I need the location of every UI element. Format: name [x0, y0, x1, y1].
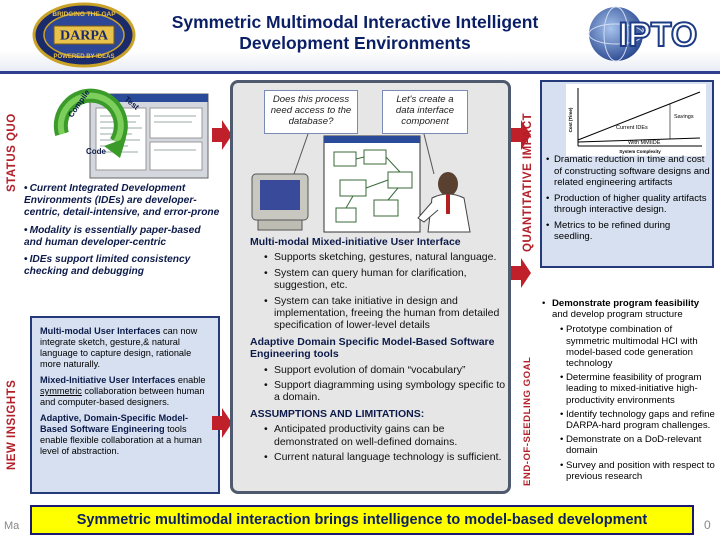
- list-item: Production of higher quality artifacts t…: [546, 193, 710, 216]
- list-item: Identify technology gaps and refine DARP…: [560, 409, 716, 431]
- status-quo-label: STATUS QUO: [6, 113, 18, 192]
- header-rule: [0, 71, 720, 74]
- list-item: Supports sketching, gestures, natural la…: [250, 251, 508, 264]
- with-mmiide-line: [577, 137, 701, 143]
- list-item: Determine feasibility of program leading…: [560, 372, 716, 406]
- graph-current-label: Current IDEs: [616, 125, 648, 131]
- list-item: Survey and position with respect to prev…: [560, 460, 716, 482]
- insight-paragraph: Mixed-Initiative User Interfaces enable …: [40, 375, 206, 407]
- footer-right: 0: [704, 518, 711, 532]
- arrow-right-icon: [212, 120, 232, 150]
- insight-paragraph: Adaptive, Domain-Specific Model-Based So…: [40, 413, 202, 456]
- list-item: Current natural language technology is s…: [250, 451, 508, 464]
- summary-banner: Symmetric multimodal interaction brings …: [30, 505, 694, 535]
- cycle-code-label: Code: [86, 147, 107, 156]
- ipto-globe-icon: IPTO: [588, 6, 698, 62]
- quantitative-list: Dramatic reduction in time and cost of c…: [546, 154, 710, 247]
- footer-left: Ma: [4, 520, 20, 532]
- list-item: Dramatic reduction in time and cost of c…: [546, 154, 710, 189]
- goal-list: Prototype combination of symmetric multi…: [540, 324, 716, 482]
- list-item: Anticipated productivity gains can be de…: [250, 423, 508, 448]
- center-description: Multi-modal Mixed-initiative User Interf…: [250, 236, 508, 468]
- list-item: System can query human for clarification…: [250, 267, 508, 292]
- ide-screenshot-graphic: Compile Test Code: [53, 88, 209, 179]
- list-item: System can take initiative in design and…: [250, 295, 508, 332]
- workstation-illustration: [251, 134, 471, 233]
- section-title: Adaptive Domain Specific Model-Based Sof…: [250, 335, 495, 361]
- arrow-right-icon: [511, 120, 531, 150]
- darpa-logo-name: DARPA: [60, 29, 109, 44]
- section-list: Anticipated productivity gains can be de…: [250, 423, 508, 464]
- insights-box: Multi-modal User Interfaces can now inte…: [30, 316, 220, 494]
- list-item: Modality is essentially paper-based and …: [24, 225, 220, 249]
- darpa-logo-bottom: POWERED BY IDEAS: [54, 54, 115, 60]
- graph-savings-label: Savings: [674, 114, 694, 120]
- goal-headline: Demonstrate program feasibility and deve…: [540, 298, 716, 320]
- arrow-right-icon: [212, 408, 232, 438]
- list-item: Prototype combination of symmetric multi…: [560, 324, 716, 369]
- quantitative-impact-label: QUANTITATIVE IMPACT: [522, 112, 534, 252]
- list-item: Support evolution of domain “vocabulary”: [250, 364, 508, 377]
- new-insights-label: NEW INSIGHTS: [6, 379, 18, 470]
- list-item: Demonstrate on a DoD-relevant domain: [560, 434, 716, 456]
- graph-with-label: With MMIIDE: [628, 140, 661, 146]
- speech-bubble-suggestion: Let's create a data interface component: [382, 90, 468, 134]
- current-ides-line: [577, 91, 701, 141]
- list-item: Metrics to be refined during seedling.: [546, 220, 710, 243]
- ipto-logo-text: IPTO: [619, 16, 698, 54]
- section-list: Supports sketching, gestures, natural la…: [250, 251, 508, 331]
- goal-section: Demonstrate program feasibility and deve…: [540, 298, 716, 485]
- header: DARPA BRIDGING THE GAP POWERED BY IDEAS …: [0, 0, 720, 74]
- list-item: IDEs support limited consistency checkin…: [24, 254, 220, 278]
- section-list: Support evolution of domain “vocabulary”…: [250, 364, 508, 404]
- arrow-right-icon: [511, 258, 531, 288]
- page-title: Symmetric Multimodal Interactive Intelli…: [171, 12, 539, 53]
- list-item: Current Integrated Development Environme…: [24, 183, 220, 220]
- graph-ylabel: Cost (Time): [568, 107, 573, 132]
- darpa-logo-top: BRIDGING THE GAP: [52, 11, 116, 18]
- cost-complexity-graph: Cost (Time) System Complexity Savings Cu…: [566, 84, 706, 156]
- section-title: ASSUMPTIONS AND LIMITATIONS:: [250, 407, 425, 420]
- status-quo-list: Current Integrated Development Environme…: [24, 183, 220, 283]
- speech-bubble-question: Does this process need access to the dat…: [264, 90, 358, 134]
- graph-xlabel: System Complexity: [619, 149, 661, 154]
- list-item: Support diagramming using symbology spec…: [250, 379, 508, 404]
- section-title: Multi-modal Mixed-initiative User Interf…: [250, 236, 461, 248]
- darpa-seal-icon: DARPA BRIDGING THE GAP POWERED BY IDEAS: [32, 2, 136, 68]
- insight-paragraph: Multi-modal User Interfaces can now inte…: [40, 326, 198, 369]
